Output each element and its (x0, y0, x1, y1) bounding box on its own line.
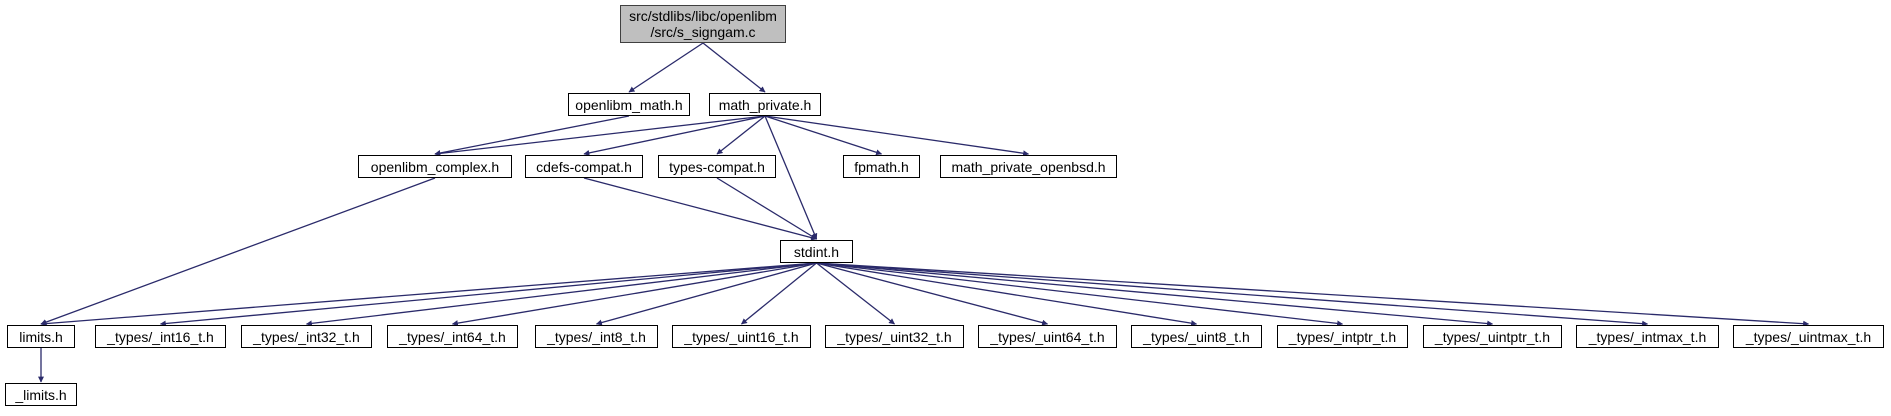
graph-node-label: _limits.h (15, 386, 67, 403)
graph-edge-stdint-to-uint16 (741, 262, 817, 325)
graph-edge-stdint-to-uintmax (816, 262, 1810, 327)
graph-edge-types_compat-to-stdint (716, 177, 818, 240)
graph-node-label: _types/_uintptr_t.h (1434, 328, 1551, 345)
graph-edge-root-to-openlibm_math (628, 42, 704, 93)
graph-edge-math_private-to-cdefs_compat (583, 115, 766, 156)
graph-edge-stdint-to-int16 (159, 262, 817, 327)
graph-node-intptr[interactable]: _types/_intptr_t.h (1277, 325, 1408, 348)
graph-edge-math_private-to-openlibm_complex (434, 115, 766, 157)
graph-edge-stdint-to-uint64 (816, 262, 1049, 326)
graph-node-label: _types/_uintmax_t.h (1745, 328, 1872, 345)
graph-node-math_private_openbsd[interactable]: math_private_openbsd.h (940, 155, 1117, 178)
graph-edge-stdint-to-intmax (816, 262, 1649, 327)
graph-node-label: _types/_int64_t.h (399, 328, 506, 345)
graph-node-_limits[interactable]: _limits.h (5, 383, 77, 406)
graph-node-fpmath[interactable]: fpmath.h (843, 155, 920, 178)
graph-edge-stdint-to-int8 (595, 262, 817, 326)
graph-edge-stdint-to-uintptr (816, 262, 1494, 327)
graph-node-label: limits.h (19, 328, 63, 345)
graph-node-limits[interactable]: limits.h (7, 325, 75, 348)
graph-node-intmax[interactable]: _types/_intmax_t.h (1576, 325, 1719, 348)
graph-edge-cdefs_compat-to-stdint (583, 177, 818, 241)
graph-edge-stdint-to-int32 (305, 262, 817, 327)
graph-node-label: math_private.h (718, 96, 812, 113)
graph-node-math_private[interactable]: math_private.h (709, 93, 821, 116)
graph-edge-root-to-math_private (702, 42, 766, 93)
graph-edge-stdint-to-uint32 (816, 262, 895, 325)
graph-node-label: _types/_int32_t.h (253, 328, 360, 345)
graph-node-root[interactable]: src/stdlibs/libc/openlibm /src/s_signgam… (620, 5, 786, 43)
graph-node-int16[interactable]: _types/_int16_t.h (95, 325, 226, 348)
graph-node-int64[interactable]: _types/_int64_t.h (387, 325, 518, 348)
graph-edge-math_private-to-types_compat (716, 115, 766, 155)
graph-node-label: _types/_intptr_t.h (1288, 328, 1397, 345)
graph-node-uintmax[interactable]: _types/_uintmax_t.h (1733, 325, 1884, 348)
graph-node-openlibm_complex[interactable]: openlibm_complex.h (358, 155, 512, 178)
graph-node-uint16[interactable]: _types/_uint16_t.h (672, 325, 811, 348)
graph-node-label: openlibm_math.h (575, 96, 683, 113)
graph-node-label: types-compat.h (669, 158, 765, 175)
graph-edge-openlibm_math-to-openlibm_complex (434, 115, 630, 156)
graph-node-label: _types/_intmax_t.h (1588, 328, 1707, 345)
graph-edge-math_private-to-math_private_openbsd (764, 115, 1030, 157)
graph-node-label: openlibm_complex.h (370, 158, 500, 175)
graph-node-uint8[interactable]: _types/_uint8_t.h (1131, 325, 1262, 348)
graph-node-label: _types/_int16_t.h (107, 328, 214, 345)
graph-node-int8[interactable]: _types/_int8_t.h (535, 325, 658, 348)
graph-edge-stdint-to-intptr (816, 262, 1344, 327)
graph-node-label: math_private_openbsd.h (951, 158, 1106, 175)
graph-node-label: _types/_uint64_t.h (990, 328, 1105, 345)
graph-node-label: cdefs-compat.h (536, 158, 632, 175)
graph-node-label: stdint.h (793, 243, 840, 260)
graph-node-uint64[interactable]: _types/_uint64_t.h (978, 325, 1117, 348)
graph-node-label: _types/_uint32_t.h (837, 328, 952, 345)
graph-edge-stdint-to-uint8 (816, 262, 1198, 327)
graph-node-openlibm_math[interactable]: openlibm_math.h (568, 93, 690, 116)
graph-edge-math_private-to-fpmath (764, 115, 883, 156)
graph-node-uint32[interactable]: _types/_uint32_t.h (825, 325, 964, 348)
graph-edge-openlibm_complex-to-limits (40, 177, 436, 325)
graph-edge-stdint-to-limits (40, 262, 817, 327)
graph-node-uintptr[interactable]: _types/_uintptr_t.h (1423, 325, 1562, 348)
graph-node-label: _types/_int8_t.h (547, 328, 646, 345)
graph-node-types_compat[interactable]: types-compat.h (658, 155, 776, 178)
graph-node-label: src/stdlibs/libc/openlibm /src/s_signgam… (629, 8, 777, 40)
graph-node-int32[interactable]: _types/_int32_t.h (241, 325, 372, 348)
graph-node-cdefs_compat[interactable]: cdefs-compat.h (525, 155, 643, 178)
graph-node-stdint[interactable]: stdint.h (780, 240, 853, 263)
graph-node-label: fpmath.h (854, 158, 909, 175)
graph-edge-stdint-to-int64 (451, 262, 817, 327)
graph-node-label: _types/_uint8_t.h (1143, 328, 1250, 345)
graph-node-label: _types/_uint16_t.h (684, 328, 799, 345)
